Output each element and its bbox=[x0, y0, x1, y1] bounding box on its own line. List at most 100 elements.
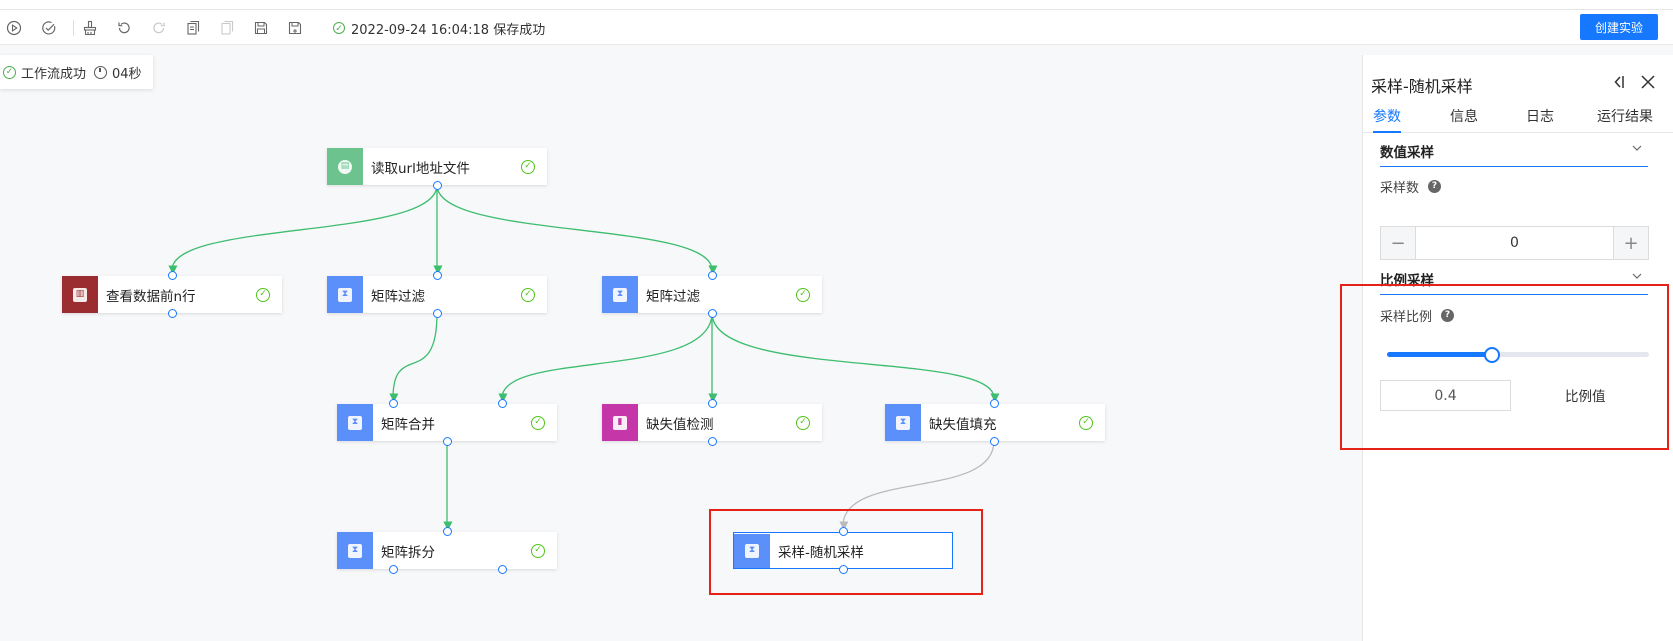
success-check-icon: ✓ bbox=[796, 415, 810, 430]
decrement-button[interactable]: − bbox=[1381, 227, 1415, 259]
output-port[interactable] bbox=[708, 437, 717, 446]
hourglass-icon: ⧗ bbox=[327, 276, 363, 313]
top-strip bbox=[0, 0, 1673, 10]
output-port[interactable] bbox=[443, 437, 452, 446]
data-view-icon: ▥ bbox=[62, 276, 98, 313]
node-read-url-file[interactable]: ▤ 读取url地址文件 ✓ bbox=[327, 148, 547, 185]
save-status: ✓ 2022-09-24 16:04:18 保存成功 bbox=[333, 18, 545, 38]
slider-fill bbox=[1387, 352, 1492, 357]
sample-ratio-input[interactable] bbox=[1380, 380, 1511, 411]
hourglass-icon: ⧗ bbox=[602, 276, 638, 313]
undo-icon[interactable] bbox=[115, 19, 133, 37]
success-check-icon: ✓ bbox=[531, 415, 545, 430]
sample-ratio-label: 采样比例 ? bbox=[1380, 306, 1455, 325]
tab-log[interactable]: 日志 bbox=[1526, 109, 1554, 125]
success-check-icon: ✓ bbox=[256, 287, 270, 302]
panel-tabs: 参数 信息 日志 运行结果 bbox=[1363, 106, 1673, 133]
output-port[interactable] bbox=[168, 309, 177, 318]
slider-thumb[interactable] bbox=[1483, 347, 1500, 363]
workflow-edges bbox=[168, 184, 1000, 531]
node-matrix-filter-2[interactable]: ⧗ 矩阵过滤 ✓ bbox=[602, 276, 822, 313]
hourglass-icon: ⧗ bbox=[885, 404, 921, 441]
node-missing-value-detect[interactable]: ▮ 缺失值检测 ✓ bbox=[602, 404, 822, 441]
bar-chart-icon: ▮ bbox=[602, 404, 638, 441]
workflow-status-text: 工作流成功 bbox=[21, 66, 87, 82]
output-port[interactable] bbox=[433, 309, 442, 318]
edge-fill-sample bbox=[839, 440, 995, 531]
tab-info[interactable]: 信息 bbox=[1450, 109, 1478, 125]
ratio-value-label: 比例值 bbox=[1565, 389, 1606, 405]
save-status-text: 2022-09-24 16:04:18 保存成功 bbox=[351, 22, 546, 38]
success-check-icon: ✓ bbox=[796, 287, 810, 302]
check-circle-icon: ✓ bbox=[3, 65, 16, 79]
collapse-panel-icon[interactable] bbox=[1610, 73, 1626, 91]
success-check-icon: ✓ bbox=[1079, 415, 1093, 430]
hourglass-icon: ⧗ bbox=[734, 533, 770, 568]
output-port[interactable] bbox=[990, 437, 999, 446]
section-count-sampling[interactable]: 数值采样 bbox=[1380, 134, 1648, 167]
output-port[interactable] bbox=[839, 565, 848, 574]
sample-count-label: 采样数 ? bbox=[1380, 177, 1442, 196]
node-missing-value-fill[interactable]: ⧗ 缺失值填充 ✓ bbox=[885, 404, 1105, 441]
input-port[interactable] bbox=[708, 271, 717, 280]
node-matrix-filter-1[interactable]: ⧗ 矩阵过滤 ✓ bbox=[327, 276, 547, 313]
output-port[interactable] bbox=[389, 565, 398, 574]
success-check-icon: ✓ bbox=[521, 287, 535, 302]
close-icon[interactable] bbox=[1639, 73, 1657, 91]
panel-title: 采样-随机采样 bbox=[1371, 77, 1473, 96]
edge-filter2-fill bbox=[711, 312, 1000, 403]
edge-read-filter2 bbox=[436, 184, 718, 275]
check-circle-icon: ✓ bbox=[333, 22, 345, 34]
chevron-down-icon bbox=[1632, 145, 1642, 151]
input-port[interactable] bbox=[443, 527, 452, 536]
input-port[interactable] bbox=[433, 271, 442, 280]
clear-brush-icon[interactable] bbox=[81, 19, 99, 37]
success-check-icon: ✓ bbox=[531, 543, 545, 558]
output-port[interactable] bbox=[433, 181, 442, 190]
save-as-icon[interactable] bbox=[286, 19, 304, 37]
redo-icon[interactable] bbox=[150, 19, 168, 37]
save-icon[interactable] bbox=[252, 19, 270, 37]
output-port[interactable] bbox=[498, 565, 507, 574]
edge-read-view bbox=[168, 184, 438, 275]
hourglass-icon: ⧗ bbox=[337, 404, 373, 441]
sample-ratio-slider[interactable] bbox=[1387, 347, 1649, 363]
tab-run-result[interactable]: 运行结果 bbox=[1597, 109, 1653, 125]
sample-count-stepper: − + bbox=[1380, 226, 1649, 260]
input-port[interactable] bbox=[990, 399, 999, 408]
slider-track bbox=[1387, 352, 1649, 357]
output-port[interactable] bbox=[708, 309, 717, 318]
increment-button[interactable]: + bbox=[1614, 227, 1648, 259]
copy-icon[interactable] bbox=[184, 19, 202, 37]
chevron-down-icon bbox=[1632, 273, 1642, 279]
create-experiment-button[interactable]: 创建实验 bbox=[1580, 14, 1658, 40]
success-check-icon: ✓ bbox=[521, 159, 535, 174]
node-matrix-merge[interactable]: ⧗ 矩阵合并 ✓ bbox=[337, 404, 557, 441]
help-icon[interactable]: ? bbox=[1441, 309, 1455, 322]
toolbar-divider bbox=[73, 20, 74, 36]
toolbar: ✓ 2022-09-24 16:04:18 保存成功 创建实验 bbox=[0, 10, 1673, 45]
sample-count-input[interactable] bbox=[1415, 227, 1614, 259]
node-view-top-n[interactable]: ▥ 查看数据前n行 ✓ bbox=[62, 276, 282, 313]
input-port[interactable] bbox=[389, 399, 398, 408]
edge-filter1-merge bbox=[389, 312, 438, 403]
hourglass-icon: ⧗ bbox=[337, 532, 373, 569]
input-port[interactable] bbox=[708, 399, 717, 408]
node-random-sampling[interactable]: ⧗ 采样-随机采样 bbox=[733, 532, 953, 569]
node-matrix-split[interactable]: ⧗ 矩阵拆分 ✓ bbox=[337, 532, 557, 569]
table-icon: ▤ bbox=[327, 148, 363, 185]
workflow-duration: 04秒 bbox=[112, 66, 142, 82]
help-icon[interactable]: ? bbox=[1428, 180, 1442, 193]
parameter-panel: 采样-随机采样 参数 信息 日志 运行结果 数值采样 采样数 ? − + 比例采… bbox=[1362, 55, 1673, 641]
workflow-status-badge: ✓ 工作流成功 04秒 bbox=[0, 55, 153, 89]
input-port[interactable] bbox=[839, 527, 848, 536]
paste-icon[interactable] bbox=[218, 19, 236, 37]
input-port[interactable] bbox=[168, 271, 177, 280]
input-port[interactable] bbox=[498, 399, 507, 408]
edge-filter2-merge bbox=[498, 312, 713, 403]
section-ratio-sampling[interactable]: 比例采样 bbox=[1380, 262, 1648, 295]
timer-icon bbox=[94, 65, 108, 79]
tab-params[interactable]: 参数 bbox=[1373, 106, 1401, 133]
run-icon[interactable] bbox=[5, 19, 23, 37]
check-run-icon[interactable] bbox=[40, 19, 58, 37]
